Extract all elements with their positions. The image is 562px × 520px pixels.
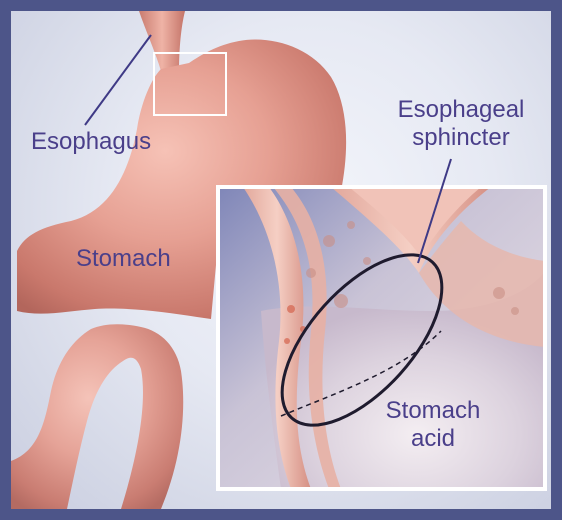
esophageal-sphincter-label: Esophageal sphincter: [383, 96, 539, 152]
stomach-acid-label-line1: Stomach: [363, 397, 503, 425]
stomach-acid-label-line2: acid: [363, 425, 503, 453]
esophagus-label: Esophagus: [31, 128, 151, 156]
stomach-label: Stomach: [76, 245, 171, 273]
stomach-acid-label: Stomach acid: [363, 397, 503, 453]
illustration-panel: Esophagus Stomach Esophageal sphincter S…: [11, 11, 551, 509]
duodenum: [11, 324, 183, 509]
esophageal-sphincter-label-line2: sphincter: [383, 124, 539, 152]
esophageal-sphincter-label-line1: Esophageal: [383, 96, 539, 124]
